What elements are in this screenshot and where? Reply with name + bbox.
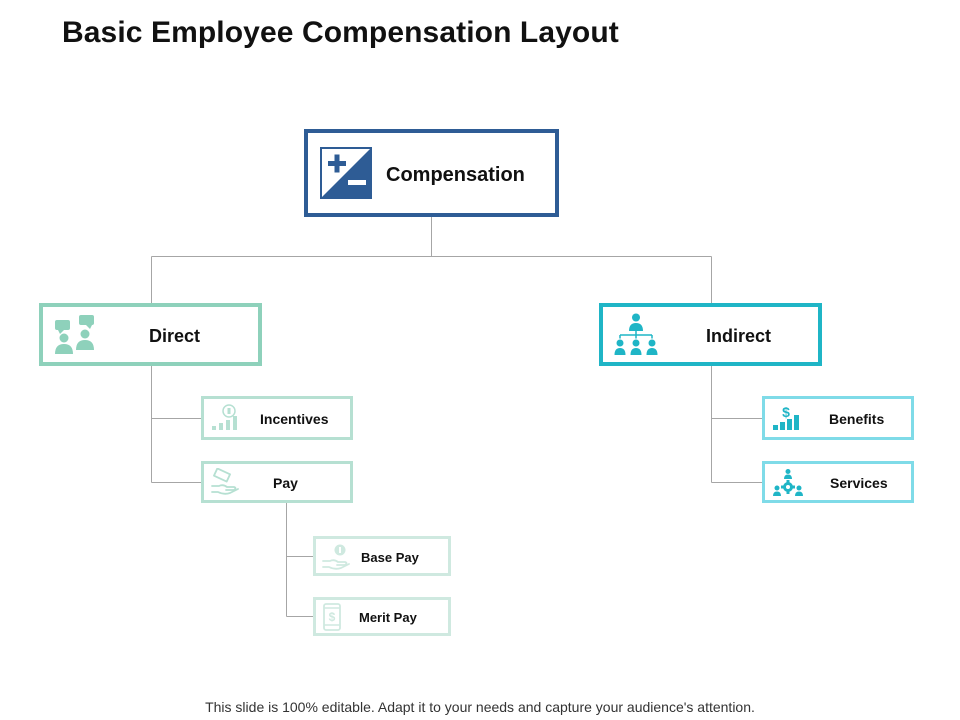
node-direct-label: Direct	[149, 326, 201, 346]
page-title: Basic Employee Compensation Layout	[62, 16, 619, 49]
node-services: Services	[762, 461, 914, 503]
node-compensation: Compensation	[304, 129, 559, 217]
node-indirect: Indirect	[599, 303, 822, 366]
team-gear-icon	[773, 469, 803, 496]
node-merit-pay: $ Merit Pay	[313, 597, 451, 636]
node-pay-label: Pay	[273, 475, 298, 491]
svg-text:$: $	[782, 404, 790, 420]
growth-chart-icon	[212, 404, 237, 430]
dollar-phone-icon: $	[323, 603, 341, 631]
node-incentives-label: Incentives	[260, 411, 329, 427]
people-chat-icon	[55, 315, 94, 354]
node-incentives: Incentives	[201, 396, 353, 440]
node-base-pay: Base Pay	[313, 536, 451, 576]
org-chart-icon	[614, 313, 658, 355]
node-compensation-label: Compensation	[386, 164, 525, 186]
node-indirect-label: Indirect	[706, 326, 772, 346]
node-direct: Direct	[39, 303, 262, 366]
node-benefits: $ Benefits	[762, 396, 914, 440]
dollar-bars-icon: $	[773, 404, 799, 430]
node-base-pay-label: Base Pay	[361, 550, 419, 565]
coin-hand-icon	[322, 544, 350, 570]
node-pay: Pay	[201, 461, 353, 503]
node-benefits-label: Benefits	[829, 411, 885, 427]
svg-text:$: $	[329, 610, 336, 624]
hand-money-icon	[211, 468, 239, 495]
node-services-label: Services	[830, 475, 888, 491]
node-merit-pay-label: Merit Pay	[359, 610, 417, 625]
footer-note: This slide is 100% editable. Adapt it to…	[205, 699, 755, 715]
plus-minus-icon	[320, 147, 372, 199]
